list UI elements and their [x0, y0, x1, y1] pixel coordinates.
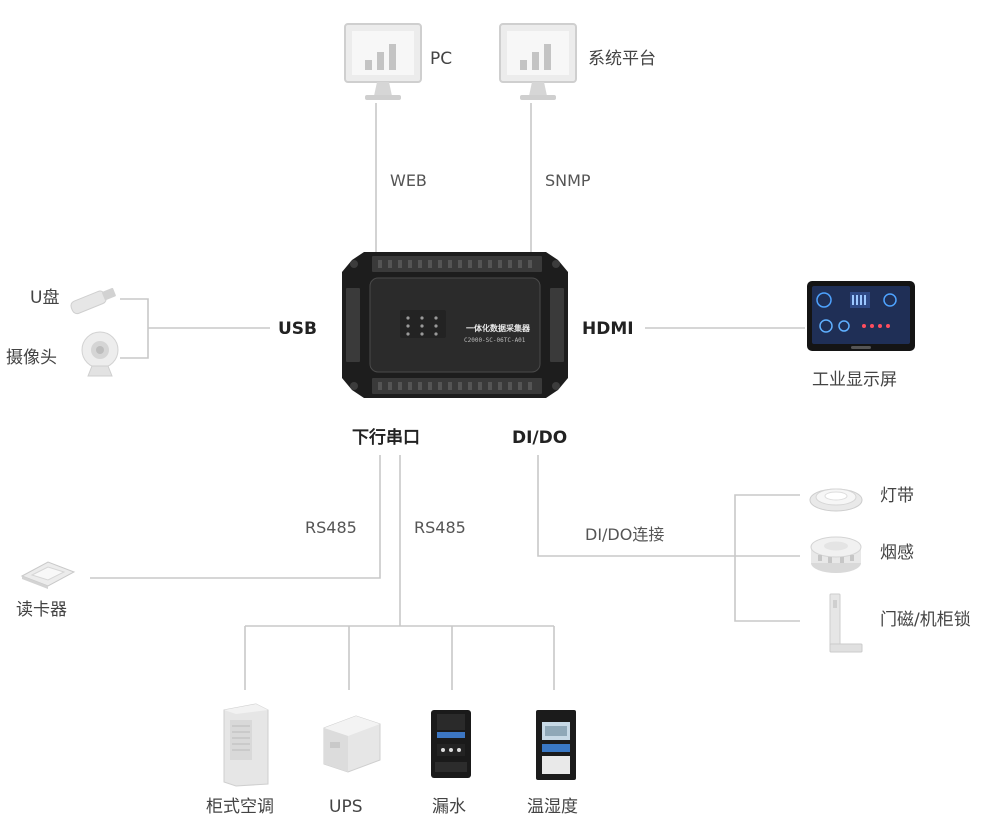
- light-strip-label: 灯带: [880, 486, 914, 506]
- light-strip-icon: [809, 488, 863, 512]
- leak-sensor-icon: [431, 710, 471, 778]
- rs485-label-b: RS485: [414, 518, 466, 537]
- link-dido: [537, 455, 735, 557]
- data-collector-device: [342, 252, 568, 398]
- pc-label: PC: [430, 49, 453, 69]
- camera-icon: [81, 331, 119, 377]
- smoke-label: 烟感: [880, 543, 914, 563]
- camera-label: 摄像头: [6, 348, 57, 368]
- snmp-label: SNMP: [545, 171, 591, 190]
- web-label: WEB: [390, 171, 427, 190]
- temp-humidity-label: 温湿度: [527, 797, 578, 817]
- monitor-chart-icon: [344, 23, 422, 100]
- display-label: 工业显示屏: [812, 370, 897, 390]
- leak-label: 漏水: [432, 797, 466, 817]
- thermo-hygrometer-icon: [536, 710, 576, 780]
- hdmi-port-label: HDMI: [582, 319, 634, 339]
- monitor-chart-icon: [499, 23, 577, 100]
- touch-panel-icon: [807, 281, 915, 351]
- device-model: C2000-SC-06TC-A01: [464, 337, 526, 344]
- smoke-detector-icon: [810, 536, 862, 573]
- device-title: 一体化数据采集器: [466, 324, 530, 333]
- link-rs485-card-reader: [90, 455, 381, 579]
- usb-drive-icon: [70, 287, 116, 315]
- dido-bracket: [734, 494, 800, 622]
- ac-label: 柜式空调: [206, 797, 274, 817]
- rs485-label-a: RS485: [305, 518, 357, 537]
- dido-port-label: DI/DO: [512, 428, 568, 448]
- ups-icon: [323, 715, 381, 773]
- usb-disk-label: U盘: [30, 288, 60, 308]
- card-reader-label: 读卡器: [16, 600, 67, 620]
- dido-connect-label: DI/DO连接: [585, 525, 665, 544]
- card-reader-icon: [20, 561, 76, 589]
- platform-label: 系统平台: [588, 49, 656, 69]
- door-label: 门磁/机柜锁: [880, 610, 971, 630]
- ups-label: UPS: [329, 797, 363, 817]
- downlink-serial-label: 下行串口: [352, 428, 420, 448]
- link-usb-bracket: [120, 298, 149, 359]
- cabinet-ac-icon: [223, 703, 269, 787]
- door-sensor-icon: [829, 593, 863, 653]
- usb-port-label: USB: [278, 319, 318, 339]
